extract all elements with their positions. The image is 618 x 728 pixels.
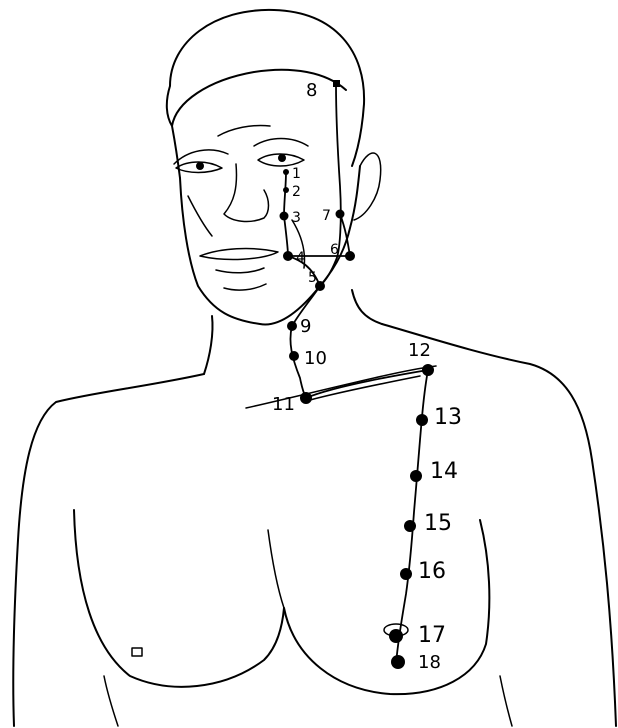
right-axilla-line — [500, 676, 512, 726]
left-shoulder — [13, 374, 204, 726]
point-11-marker — [300, 392, 312, 404]
point-17-marker — [389, 629, 403, 643]
point-16-marker — [400, 568, 412, 580]
point-13-label: 13 — [434, 405, 462, 430]
point-17-label: 17 — [418, 623, 446, 648]
right-pupil — [278, 154, 286, 162]
point-9-label: 9 — [300, 316, 311, 337]
point-1-label: 1 — [292, 166, 301, 182]
point-4-label: 4 — [296, 250, 305, 266]
point-4-marker — [283, 251, 293, 261]
point-14-label: 14 — [430, 459, 458, 484]
point-8-marker — [333, 80, 340, 87]
point-2-marker — [283, 187, 289, 193]
point-18-marker — [391, 655, 405, 669]
point-6-marker — [345, 251, 355, 261]
point-15-marker — [404, 520, 416, 532]
point-6-label: 6 — [330, 242, 339, 258]
nose — [224, 164, 269, 221]
point-13-marker — [416, 414, 428, 426]
forehead-wrinkle — [218, 125, 270, 136]
left-pupil — [196, 162, 204, 170]
chest-right-contour — [284, 520, 489, 694]
point-12-marker — [422, 364, 434, 376]
neck-right — [352, 290, 382, 324]
chin-line — [224, 284, 266, 290]
point-10-marker — [289, 351, 299, 361]
point-5-label: 5 — [308, 270, 317, 286]
point-7-label: 7 — [322, 208, 331, 224]
cheek-wrinkle-left — [188, 196, 212, 236]
point-9-marker — [287, 321, 297, 331]
point-15-label: 15 — [424, 511, 452, 536]
point-1-marker — [283, 169, 289, 175]
meridian-face-branch — [284, 172, 320, 286]
point-3-label: 3 — [292, 210, 301, 226]
point-8-label: 8 — [306, 80, 317, 101]
left-axilla-line — [104, 676, 118, 726]
sternum-line — [268, 530, 284, 608]
point-12-label: 12 — [408, 340, 431, 361]
right-brow — [254, 139, 308, 147]
point-10-label: 10 — [304, 348, 327, 369]
point-3-marker — [280, 212, 289, 221]
point-18-label: 18 — [418, 652, 441, 673]
left-nipple — [132, 648, 142, 656]
point-14-marker — [410, 470, 422, 482]
chest-left-contour — [74, 510, 284, 687]
point-2-label: 2 — [292, 184, 301, 200]
point-16-label: 16 — [418, 559, 446, 584]
head-outline — [167, 10, 364, 178]
mouth-lower — [216, 268, 264, 273]
point-11-label: 11 — [272, 394, 295, 415]
neck-left — [204, 316, 213, 374]
mouth-upper — [200, 249, 278, 260]
point-7-marker — [336, 210, 345, 219]
